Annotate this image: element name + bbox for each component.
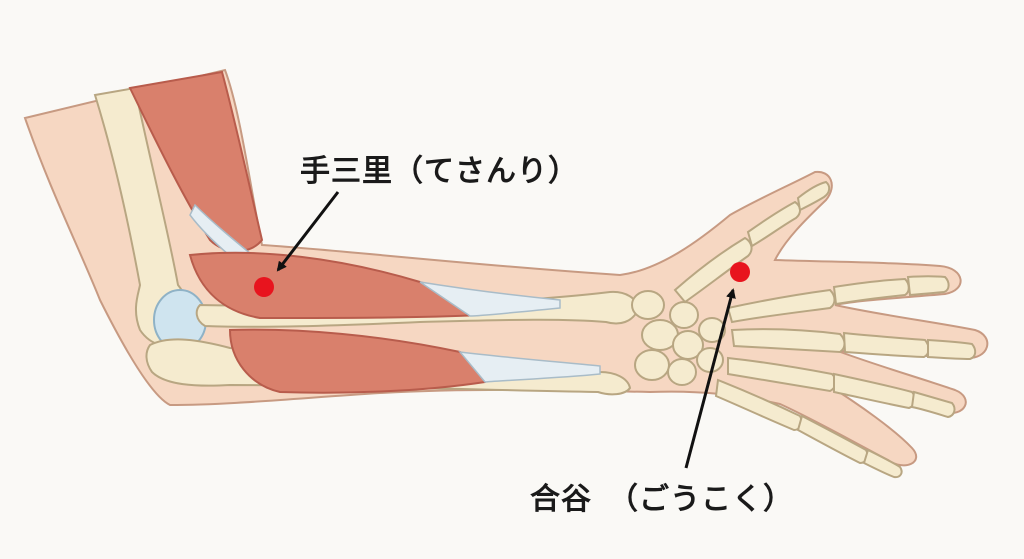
- goukoku-acupoint-dot: [730, 262, 750, 282]
- thumb-bones: [673, 180, 831, 304]
- goukoku-label: 合谷 （ごうこく）: [530, 482, 794, 517]
- tesanri-label: 手三里（てさんり）: [300, 154, 579, 189]
- tesanri-arrow: [276, 191, 340, 272]
- tesanri-acupoint-dot: [254, 277, 274, 297]
- goukoku-arrow: [684, 288, 736, 469]
- forearm-extensor-tendon: [419, 281, 561, 317]
- finger-bones: [714, 275, 977, 479]
- forearm-flexor-tendon: [458, 351, 601, 383]
- carpal-bones: [631, 290, 726, 386]
